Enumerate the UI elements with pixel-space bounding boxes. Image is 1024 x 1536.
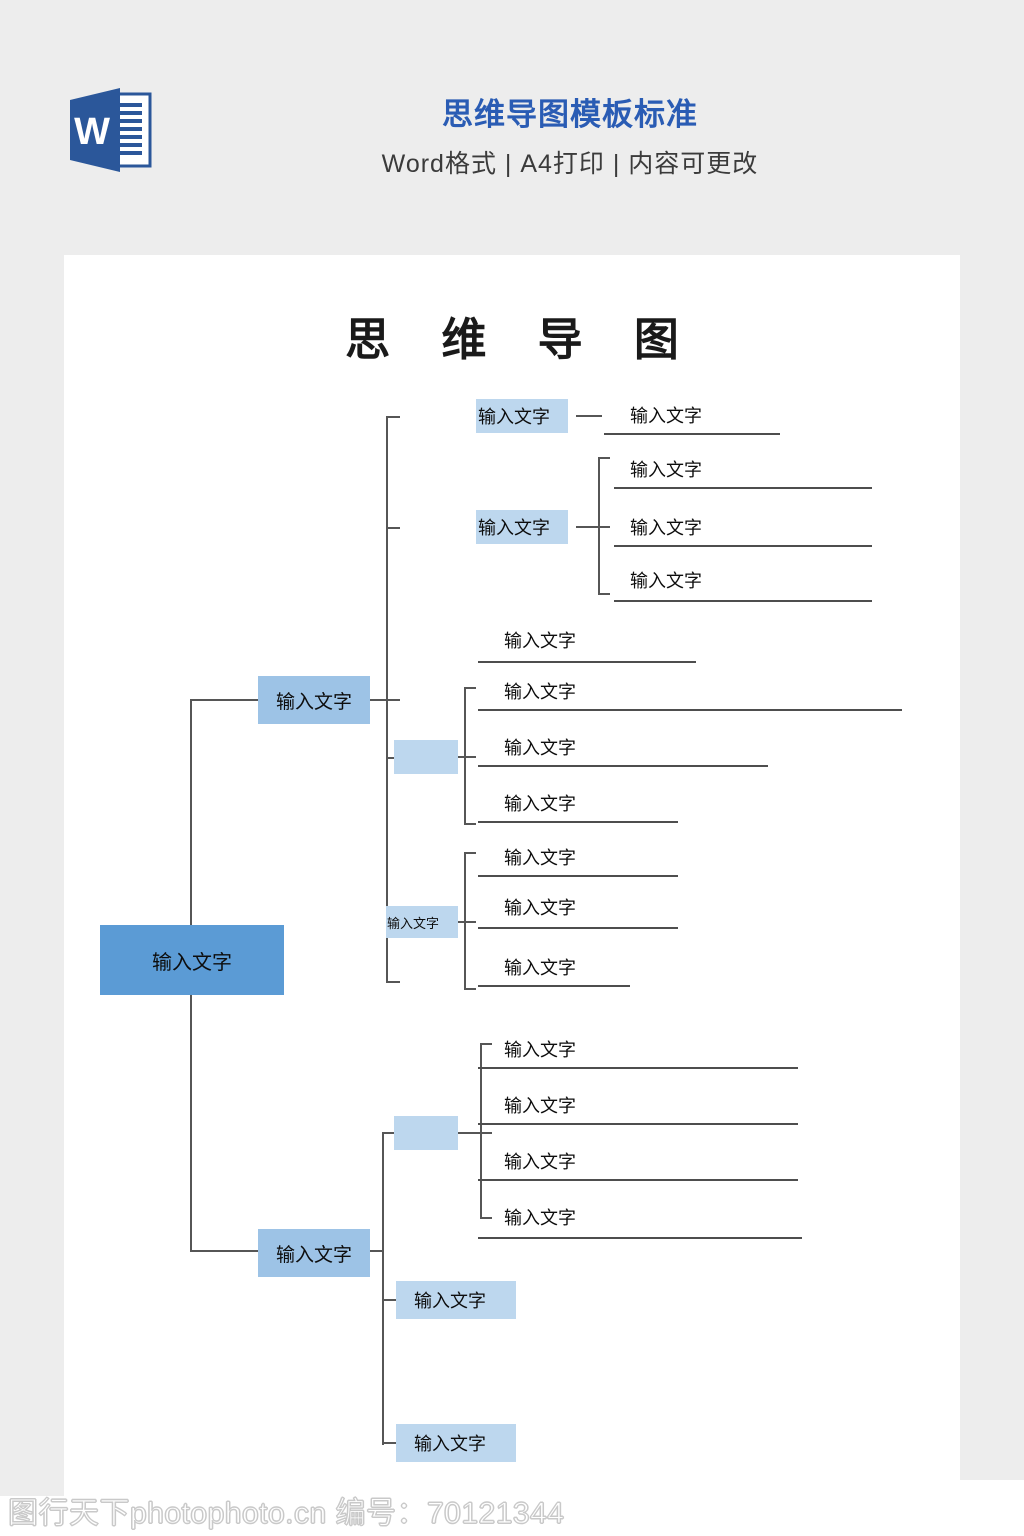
mindmap-child-label-1-5: 输入文字 <box>387 915 440 931</box>
mindmap-branch-label-1: 输入文字 <box>275 691 352 713</box>
mindmap-leaf-2-1-1: 输入文字 <box>504 1040 576 1060</box>
mindmap-child-label-1-1: 输入文字 <box>478 407 550 427</box>
mindmap-leaf-rule-1-4-2 <box>478 765 768 767</box>
promo-header: W 思维导图模板标准 Word格式 | A4打印 | 内容可更改 <box>0 0 1024 255</box>
mindmap-leaf-1-5-2: 输入文字 <box>504 898 576 918</box>
mindmap-child-node-1-5[interactable]: 输入文字 <box>386 906 458 938</box>
mindmap-leaf-2-1-4: 输入文字 <box>504 1208 576 1228</box>
mindmap-branch-node-2[interactable]: 输入文字 <box>258 1229 370 1277</box>
mindmap-leaf-rule-1-4-3 <box>478 821 678 823</box>
connector-root-to-branch-1 <box>190 699 260 701</box>
mindmap-root-node[interactable]: 输入文字 <box>100 925 284 995</box>
connector-branch-2-spine <box>382 1133 384 1445</box>
mindmap-child-label-2-3: 输入文字 <box>414 1434 486 1454</box>
mindmap-child-label-2-2: 输入文字 <box>414 1291 486 1311</box>
connector-branch-1-tap-3 <box>386 699 400 701</box>
mindmap-leaf-rule-2-1-1 <box>478 1067 798 1069</box>
mindmap-leaf-1-5-3: 输入文字 <box>504 958 576 978</box>
mindmap-branch-label-2: 输入文字 <box>275 1244 352 1266</box>
document-canvas: 思 维 导 图 输入文字 输入文字 输入文字 输入文字 输入文字 输入文字 输入… <box>64 255 960 1480</box>
mindmap-child-node-1-4[interactable] <box>394 740 458 774</box>
mindmap-child-label-1-2: 输入文字 <box>478 518 550 538</box>
header-text-block: 思维导图模板标准 Word格式 | A4打印 | 内容可更改 <box>180 95 960 181</box>
footer-left-strip <box>0 1480 64 1496</box>
mindmap-leaf-1-4-2: 输入文字 <box>504 738 576 758</box>
word-logo-icon: W <box>62 82 158 178</box>
mindmap-leaf-rule-1-5-3 <box>478 985 630 987</box>
mindmap-child-node-1-2[interactable]: 输入文字 <box>476 510 568 544</box>
connector-child-2-1-bracket <box>480 1043 492 1219</box>
connector-child-1-4-tap <box>464 756 476 758</box>
mindmap-leaf-rule-1-4-1 <box>478 709 902 711</box>
mindmap-leaf-1-2-3: 输入文字 <box>630 571 702 591</box>
promo-subtitle: Word格式 | A4打印 | 内容可更改 <box>381 150 759 178</box>
mindmap-branch-node-1[interactable]: 输入文字 <box>258 676 370 724</box>
mindmap-leaf-rule-1-2-3 <box>614 600 872 602</box>
mindmap-leaf-rule-1-2-2 <box>614 545 872 547</box>
mindmap-leaf-1-5-1: 输入文字 <box>504 848 576 868</box>
svg-text:W: W <box>74 111 110 153</box>
page-title: 思 维 导 图 <box>345 315 699 365</box>
connector-child-1-2-stub <box>576 526 598 528</box>
mindmap-leaf-rule-1-2-1 <box>614 487 872 489</box>
connector-branch-2-stub <box>370 1250 384 1252</box>
mindmap-child-leaf-rule-1-3 <box>478 661 696 663</box>
mindmap-child-node-2-3[interactable]: 输入文字 <box>396 1424 516 1462</box>
mindmap-leaf-rule-2-1-3 <box>478 1179 798 1181</box>
connector-child-2-1-tap <box>480 1132 492 1134</box>
mindmap-leaf-rule-2-1-4 <box>478 1237 802 1239</box>
mindmap-leaf-rule-1-5-2 <box>478 927 678 929</box>
connector-branch-1-tap-2 <box>386 527 400 529</box>
mindmap-leaf-1-4-1: 输入文字 <box>504 682 576 702</box>
connector-branch-2-to-child-1 <box>382 1132 396 1134</box>
mindmap-leaf-1-2-2: 输入文字 <box>630 518 702 538</box>
connector-child-1-5-stub <box>458 921 464 923</box>
mindmap-root-label: 输入文字 <box>152 951 232 974</box>
connector-branch-2-to-child-2 <box>382 1299 396 1301</box>
connector-child-1-5-tap <box>464 921 476 923</box>
mindmap-child-leaf-1-3: 输入文字 <box>504 631 576 651</box>
connector-branch-1-stub <box>370 699 386 701</box>
connector-child-2-1-stub <box>458 1132 480 1134</box>
mindmap-leaf-2-1-3: 输入文字 <box>504 1152 576 1172</box>
connector-child-1-1-to-leaf <box>576 415 602 417</box>
watermark-text: 图行天下photophoto.cn 编号：70121344 <box>7 1497 565 1531</box>
connector-branch-1-tap-4 <box>386 757 400 759</box>
mindmap-leaf-1-1-1: 输入文字 <box>630 406 702 426</box>
connector-root-to-branch-2 <box>190 1250 260 1252</box>
footer-watermark-bar: 图行天下photophoto.cn 编号：70121344 <box>0 1480 1024 1536</box>
mindmap-child-node-2-1[interactable] <box>394 1116 458 1150</box>
mindmap-leaf-rule-1-5-1 <box>478 875 678 877</box>
mindmap-leaf-1-4-3: 输入文字 <box>504 794 576 814</box>
mindmap-child-node-2-2[interactable]: 输入文字 <box>396 1281 516 1319</box>
connector-branch-2-to-child-3 <box>382 1442 396 1444</box>
mindmap-leaf-1-2-1: 输入文字 <box>630 460 702 480</box>
mindmap-child-node-1-1[interactable]: 输入文字 <box>476 399 568 433</box>
connector-child-1-4-stub <box>458 756 464 758</box>
mindmap-leaf-rule-1-1-1 <box>604 433 780 435</box>
mindmap-leaf-2-1-2: 输入文字 <box>504 1096 576 1116</box>
connector-child-1-2-tap <box>598 526 610 528</box>
promo-title: 思维导图模板标准 <box>442 97 698 132</box>
mindmap-leaf-rule-2-1-2 <box>478 1123 798 1125</box>
